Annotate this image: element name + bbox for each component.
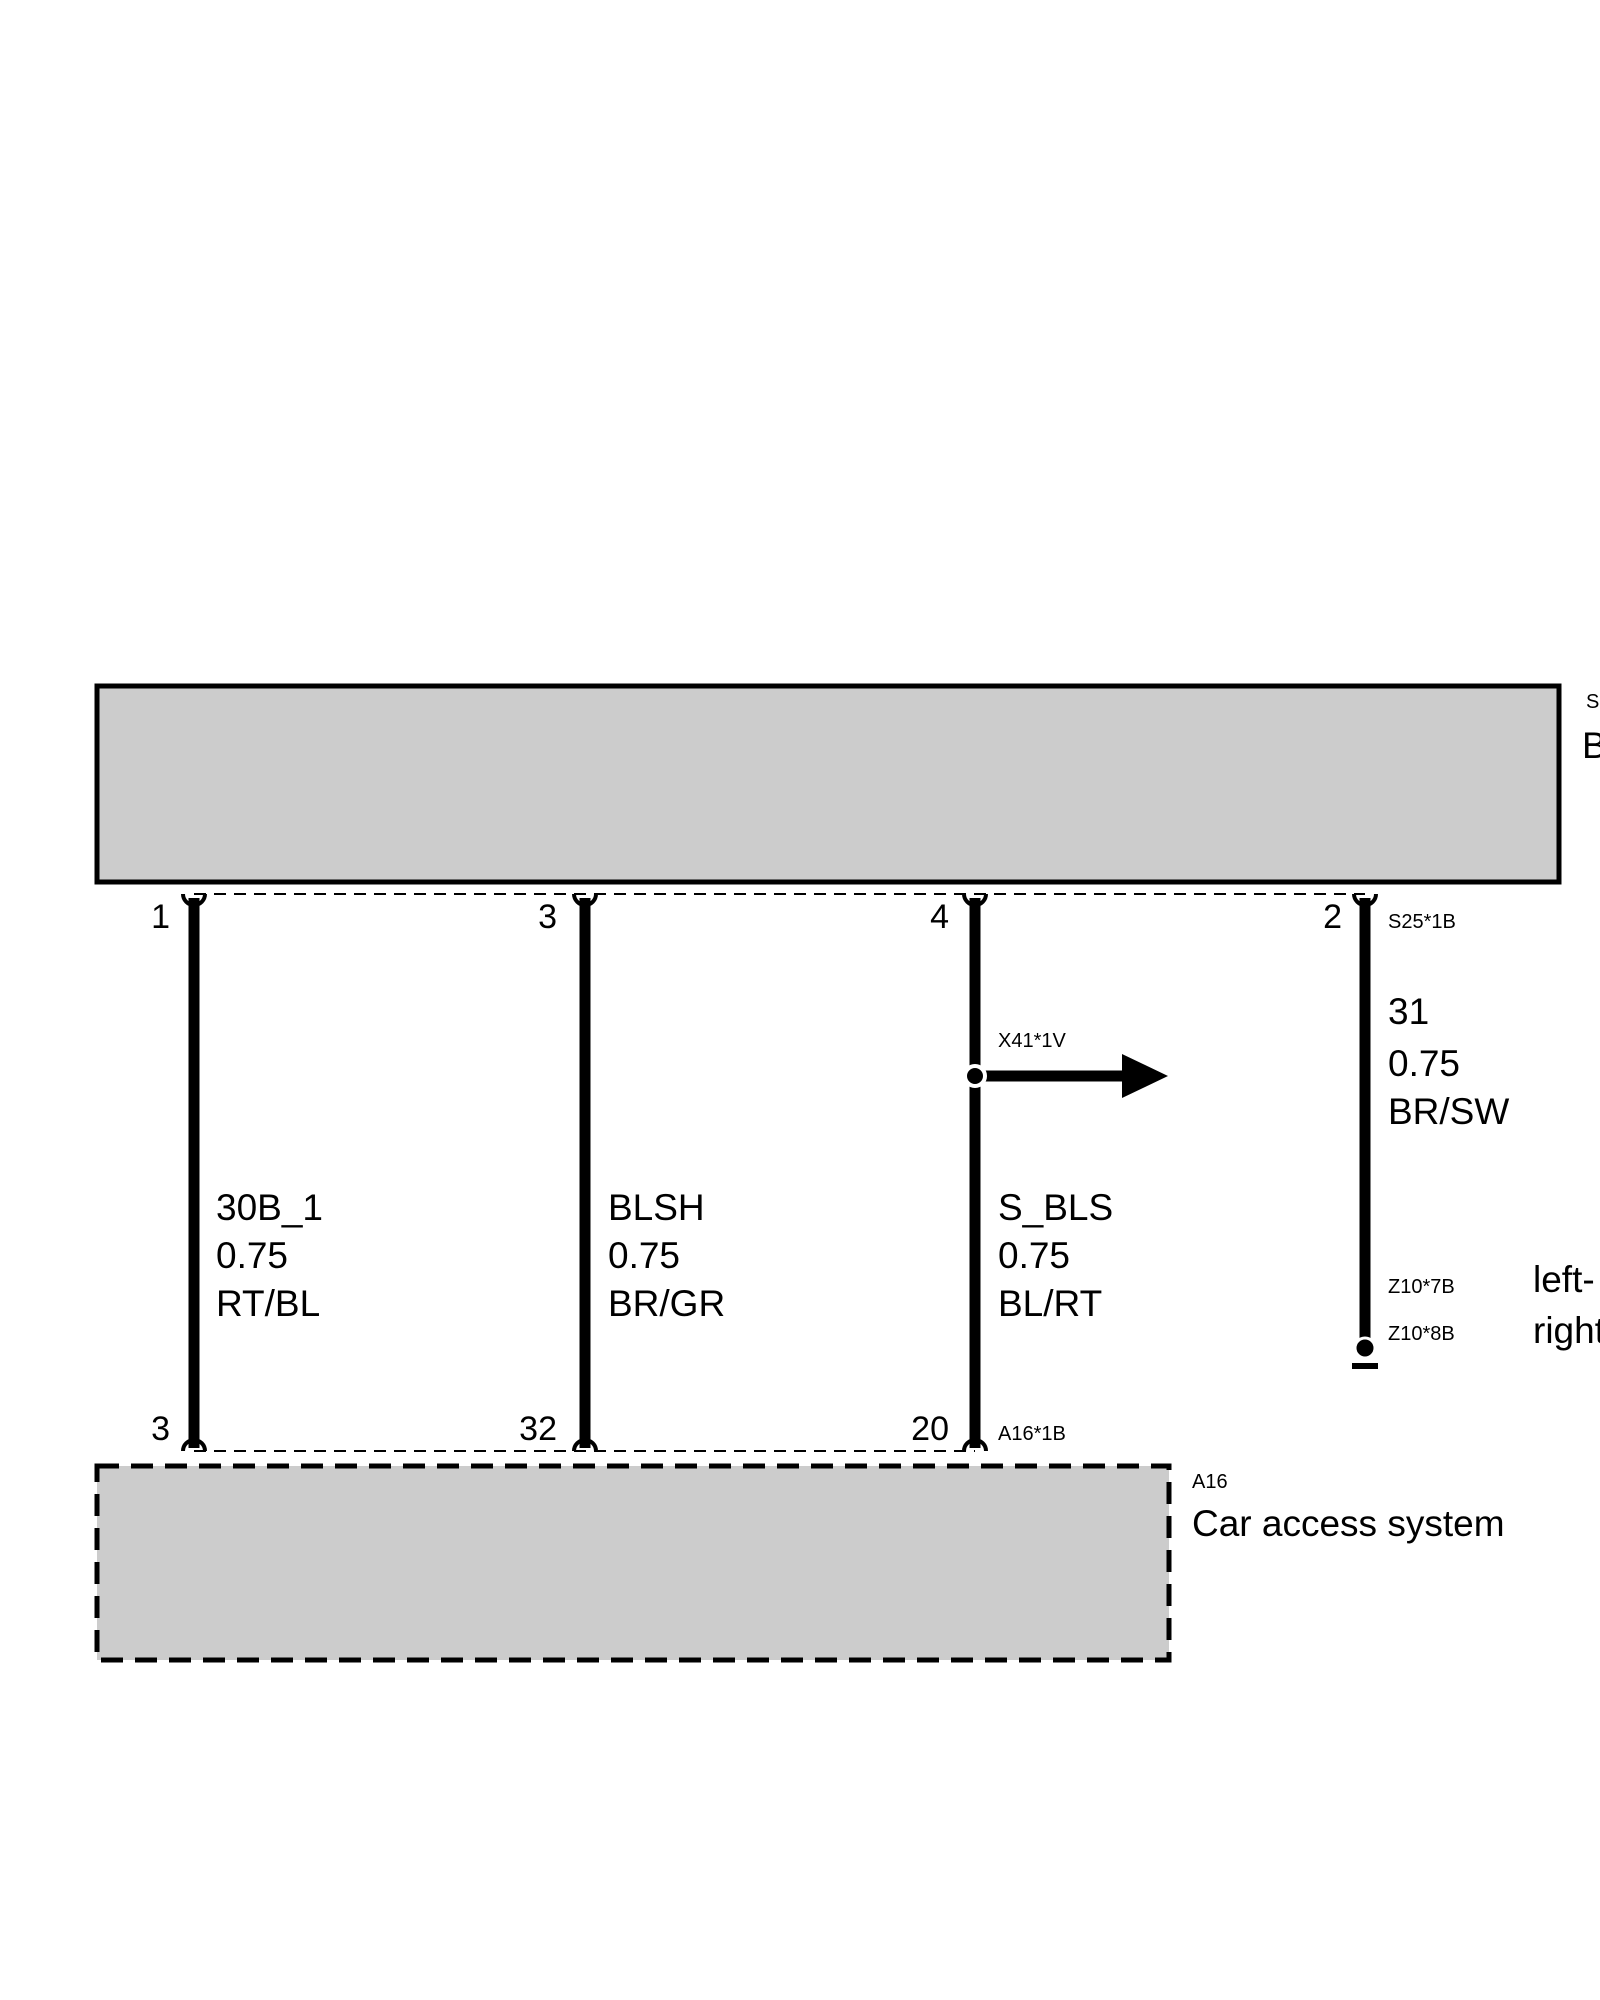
wire-cross-section-label: 0.75 [216,1235,288,1276]
wire-signal-label: 31 [1388,991,1429,1032]
wire-color-label: BR/SW [1388,1091,1509,1132]
bottom-pin-number: 32 [519,1410,557,1448]
wire-color-label: BR/GR [608,1283,725,1324]
arrow-right-icon[interactable] [1122,1054,1168,1098]
bottom-component-name: Car access system [1192,1503,1505,1544]
splice-label: X41*1V [998,1030,1066,1052]
wire-signal-label: 30B_1 [216,1187,323,1228]
wire-color-label: RT/BL [216,1283,320,1324]
top-component-name: B [1582,725,1600,766]
pin-terminal-icon [572,1438,598,1452]
top-pin-number: 4 [930,898,949,936]
splice-node-icon [963,1064,987,1088]
wire-cross-section-label: 0.75 [608,1235,680,1276]
ground-connector-label: Z10*8B [1388,1323,1455,1345]
bottom-pin-number: 3 [151,1410,170,1448]
ground-location-label: right [1533,1310,1600,1351]
wire-signal-label: BLSH [608,1187,705,1228]
wire-color-label: BL/RT [998,1283,1102,1324]
top-component-id: S25 [1586,691,1600,713]
pin-terminal-icon [181,893,207,907]
bottom-component-box[interactable] [94,1463,1172,1663]
bottom-connector-label: A16*1B [998,1423,1066,1445]
pin-terminal-icon [572,893,598,907]
wire-signal-label: S_BLS [998,1187,1113,1228]
ground-node-icon [1353,1336,1377,1360]
top-connector-label: S25*1B [1388,911,1456,933]
pin-terminal-icon [181,1438,207,1452]
pin-terminal-icon [1352,893,1378,907]
ground-location-label: left- [1533,1259,1595,1300]
wire-cross-section-label: 0.75 [1388,1043,1460,1084]
top-component-box[interactable] [94,683,1562,885]
pin-terminal-icon [962,1438,988,1452]
wire-cross-section-label: 0.75 [998,1235,1070,1276]
bottom-component-id: A16 [1192,1471,1228,1493]
top-pin-number: 2 [1323,898,1342,936]
pin-terminal-icon [962,893,988,907]
ground-connector-label: Z10*7B [1388,1276,1455,1298]
top-pin-number: 3 [538,898,557,936]
bottom-pin-number: 20 [911,1410,949,1448]
top-pin-number: 1 [151,898,170,936]
